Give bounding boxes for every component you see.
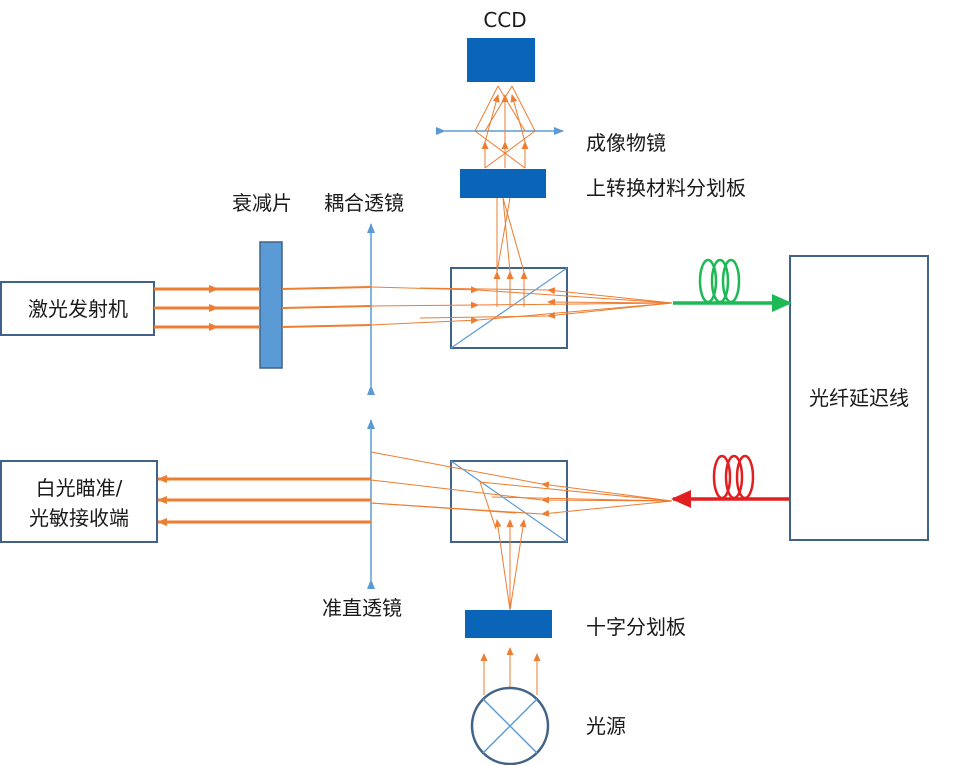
- upconversion-reticle-block: [460, 169, 546, 198]
- lower-beamsplitter-diagonal: [450, 460, 568, 543]
- outgoing-fiber-coil: [673, 258, 792, 312]
- light-source-rays: [480, 647, 541, 695]
- light-source-label: 光源: [586, 714, 626, 738]
- cross-reticle-label: 十字分划板: [586, 615, 686, 639]
- collimating-lens-label: 准直透镜: [322, 596, 402, 620]
- ccd-label: CCD: [483, 8, 526, 32]
- upper-beamsplitter-diagonal: [450, 267, 568, 349]
- laser-beams: [154, 285, 372, 331]
- laser-emitter-box: [0, 281, 155, 336]
- fiber-delay-line-label: 光纤延迟线: [809, 386, 909, 410]
- laser-emitter-label: 激光发射机: [28, 297, 128, 321]
- light-source-lamp: [470, 686, 550, 765]
- upper-rays: [370, 197, 673, 326]
- white-light-receiver-label-line2: 光敏接收端: [29, 506, 129, 530]
- imaging-objective-rays: [474, 85, 536, 169]
- attenuator-block: [259, 241, 283, 369]
- upconversion-reticle-label: 上转换材料分划板: [586, 176, 746, 200]
- cross-reticle-block: [465, 610, 552, 638]
- fiber-delay-line-box: [789, 255, 929, 541]
- imaging-objective-label: 成像物镜: [586, 131, 666, 155]
- white-light-receiver-label-line1: 白光瞄准/: [36, 476, 123, 500]
- white-light-receiver-box: [0, 460, 158, 543]
- incoming-fiber-coil: [671, 454, 790, 508]
- return-beams: [157, 475, 371, 526]
- coupling-lens-label: 耦合透镜: [324, 191, 404, 215]
- lower-rays: [370, 451, 673, 611]
- attenuator-label: 衰减片: [232, 191, 292, 215]
- ccd-block: [467, 38, 535, 82]
